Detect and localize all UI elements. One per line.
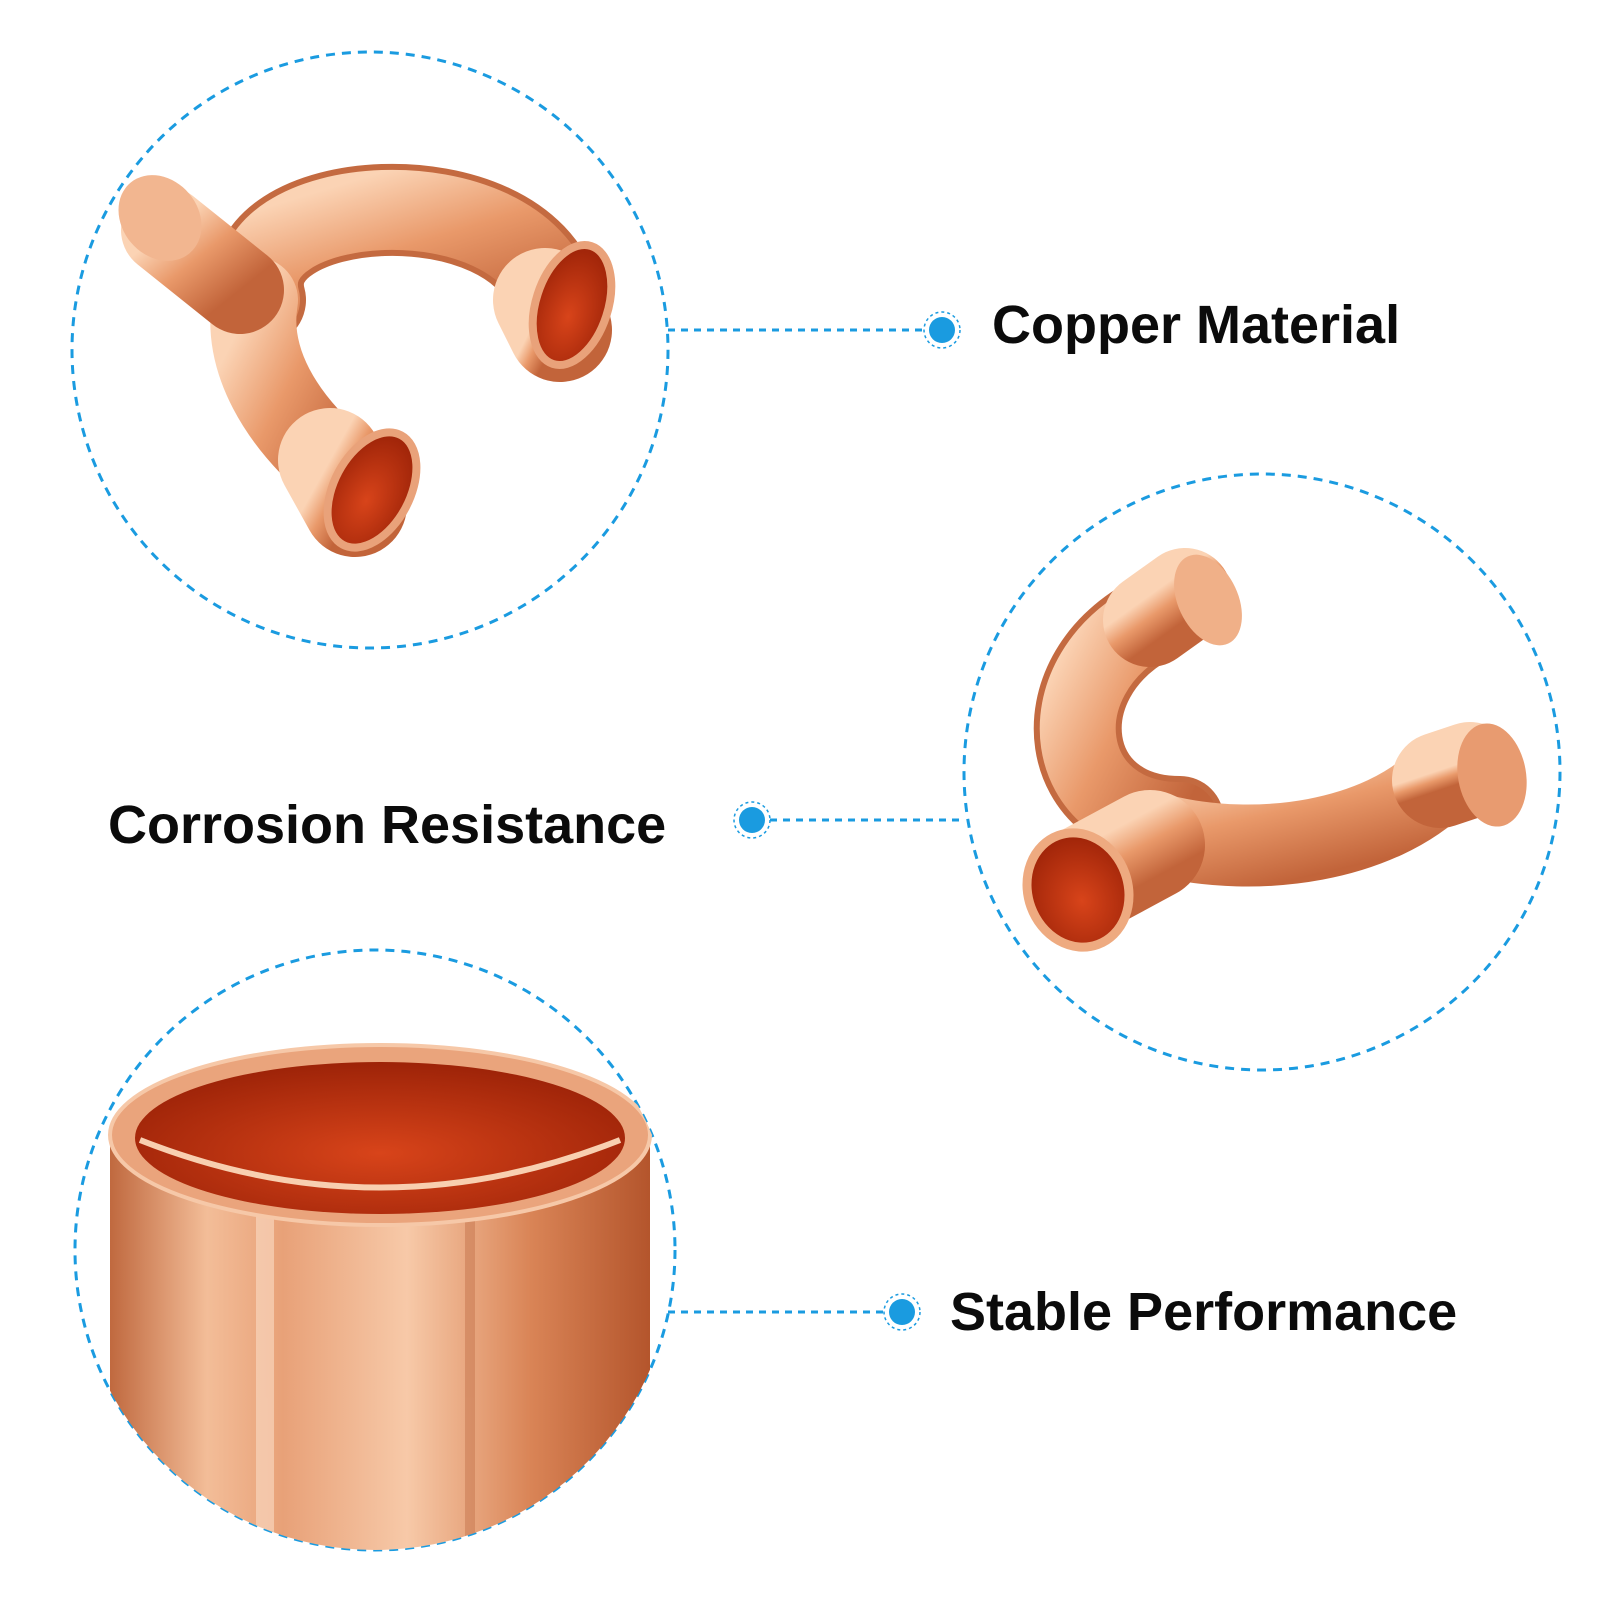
- dashed-circle-right: [962, 472, 1562, 1072]
- pipe-interior: [135, 1062, 625, 1214]
- bullet-dot-3: [889, 1299, 915, 1325]
- socket-opening-bottom: [323, 428, 421, 552]
- bullet-dot-1: [929, 317, 955, 343]
- bullet-dot-2: [739, 807, 765, 833]
- feature-label-copper-material: Copper Material: [992, 295, 1401, 355]
- dashed-circle-top: [70, 50, 670, 650]
- pipe-closeup-image: [73, 948, 677, 1552]
- feature-label-corrosion-resistance: Corrosion Resistance: [108, 795, 667, 855]
- socket-opening-front: [1022, 828, 1134, 952]
- y-fitting-top-image: [70, 50, 670, 650]
- y-fitting-side-image: [962, 472, 1562, 1072]
- feature-label-stable-performance: Stable Performance: [950, 1282, 1458, 1342]
- socket-opening-right: [528, 240, 616, 370]
